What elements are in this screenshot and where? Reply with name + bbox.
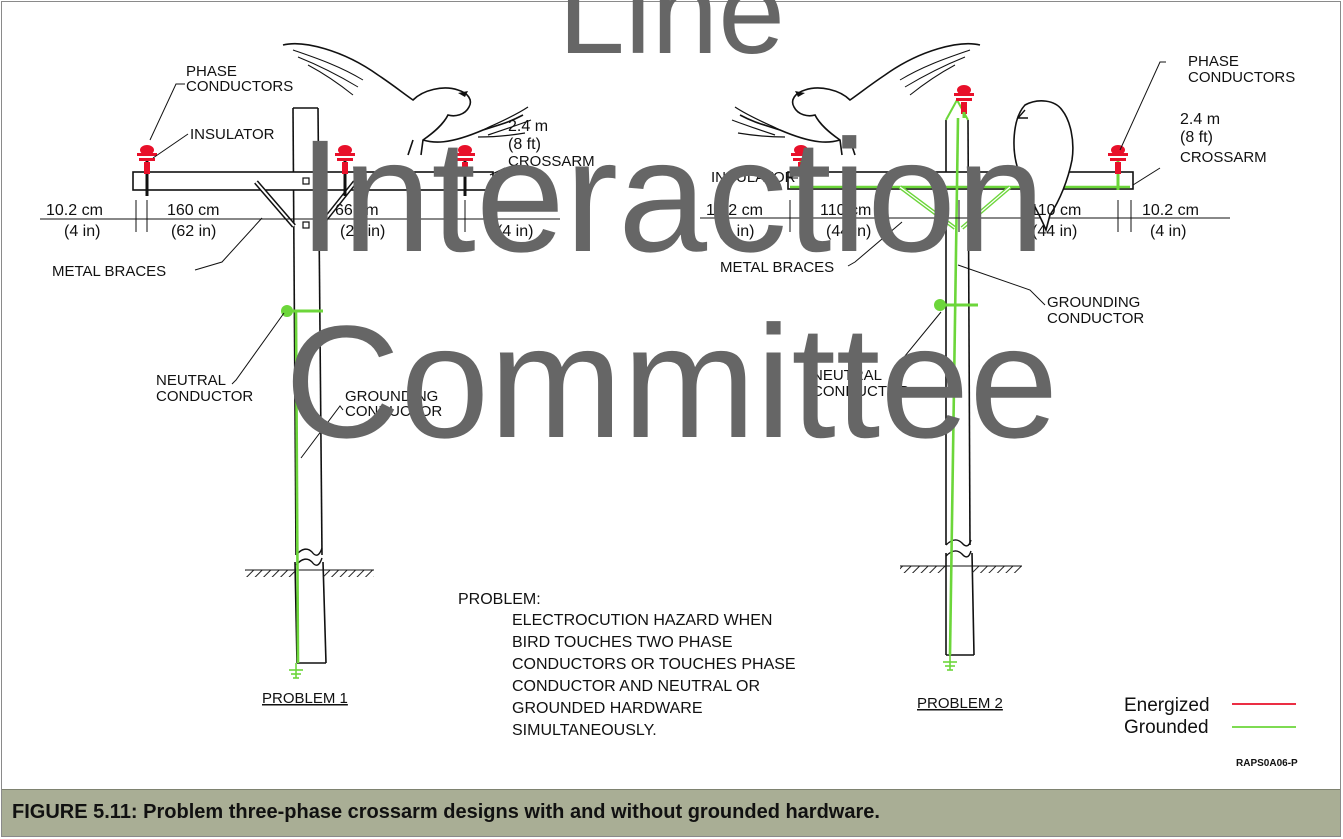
right-crossarm-length-ft: (8 ft)	[1180, 129, 1213, 146]
left-dim-3-cm: 66 cm	[335, 202, 379, 219]
right-problem-title: PROBLEM 2	[917, 695, 1003, 712]
problem-line-4: CONDUCTOR AND NEUTRAL OR	[512, 678, 760, 695]
figure-code: RAPS0A06-P	[1236, 758, 1298, 769]
problem-line-2: BIRD TOUCHES TWO PHASE	[512, 634, 732, 651]
right-dim-4-cm: 10.2 cm	[1142, 202, 1199, 219]
right-grounding-line1: GROUNDING	[1047, 294, 1140, 311]
problem-line-6: SIMULTANEOUSLY.	[512, 722, 657, 739]
left-crossarm-length-m: 2.4 m	[508, 118, 548, 135]
left-dim-4-in: (4 in)	[497, 223, 533, 240]
left-phase-conductors-line1: PHASE	[186, 63, 237, 80]
crossarm-diagram: PHASE CONDUCTORS INSULATOR 2.4 m (8 ft) …	[40, 42, 1298, 769]
left-dim-1-in: (4 in)	[64, 223, 100, 240]
problem-line-3: CONDUCTORS OR TOUCHES PHASE	[512, 656, 796, 673]
left-neutral-line1: NEUTRAL	[156, 372, 226, 389]
right-dim-1-cm: 10.2 cm	[706, 202, 763, 219]
left-phase-conductors-line2: CONDUCTORS	[186, 78, 293, 95]
right-insulator-label: INSULATOR	[711, 169, 796, 186]
right-dim-2-cm: 110 cm	[820, 202, 871, 219]
left-dim-2-in: (62 in)	[171, 223, 216, 240]
right-neutral-line2: CONDUCTOR	[812, 383, 909, 400]
problem-heading: PROBLEM:	[458, 591, 541, 608]
left-problem-title: PROBLEM 1	[262, 690, 348, 707]
left-dim-1-cm: 10.2 cm	[46, 202, 103, 219]
left-grounding-line2: CONDUCTOR	[345, 403, 442, 420]
right-grounding-line2: CONDUCTOR	[1047, 310, 1144, 327]
right-dim-4-in: (4 in)	[1150, 223, 1186, 240]
figure-caption: FIGURE 5.11: Problem three-phase crossar…	[12, 801, 880, 823]
problem-line-1: ELECTROCUTION HAZARD WHEN	[512, 612, 772, 629]
left-crossarm-length-ft: (8 ft)	[508, 136, 541, 153]
legend-grounded-label: Grounded	[1124, 717, 1209, 738]
right-phase-conductors-line1: PHASE	[1188, 53, 1239, 70]
left-grounding-line1: GROUNDING	[345, 388, 438, 405]
right-neutral-line1: NEUTRAL	[812, 367, 882, 384]
labels: PHASE CONDUCTORS INSULATOR 2.4 m (8 ft) …	[46, 53, 1298, 769]
problem-line-5: GROUNDED HARDWARE	[512, 700, 703, 717]
problem-2-drawing	[700, 42, 1230, 671]
right-dim-3-in: (44 in)	[1032, 223, 1077, 240]
right-crossarm-label: CROSSARM	[1180, 149, 1267, 166]
right-phase-conductors-line2: CONDUCTORS	[1188, 69, 1295, 86]
right-metal-braces-label: METAL BRACES	[720, 259, 834, 276]
right-dim-3-cm: 110 cm	[1030, 202, 1081, 219]
left-crossarm-label: CROSSARM	[508, 153, 595, 170]
left-insulator-label: INSULATOR	[190, 126, 275, 143]
right-crossarm-length-m: 2.4 m	[1180, 111, 1220, 128]
right-dim-1-in: (4 in)	[718, 223, 754, 240]
left-dim-2-cm: 160 cm	[167, 202, 219, 219]
left-dim-3-in: (26 in)	[340, 223, 385, 240]
left-metal-braces-label: METAL BRACES	[52, 263, 166, 280]
left-neutral-line2: CONDUCTOR	[156, 388, 253, 405]
caption-bar: FIGURE 5.11: Problem three-phase crossar…	[2, 789, 1340, 836]
legend-energized-label: Energized	[1124, 695, 1210, 716]
right-dim-2-in: (44 in)	[826, 223, 871, 240]
problem-1-drawing	[40, 42, 560, 679]
